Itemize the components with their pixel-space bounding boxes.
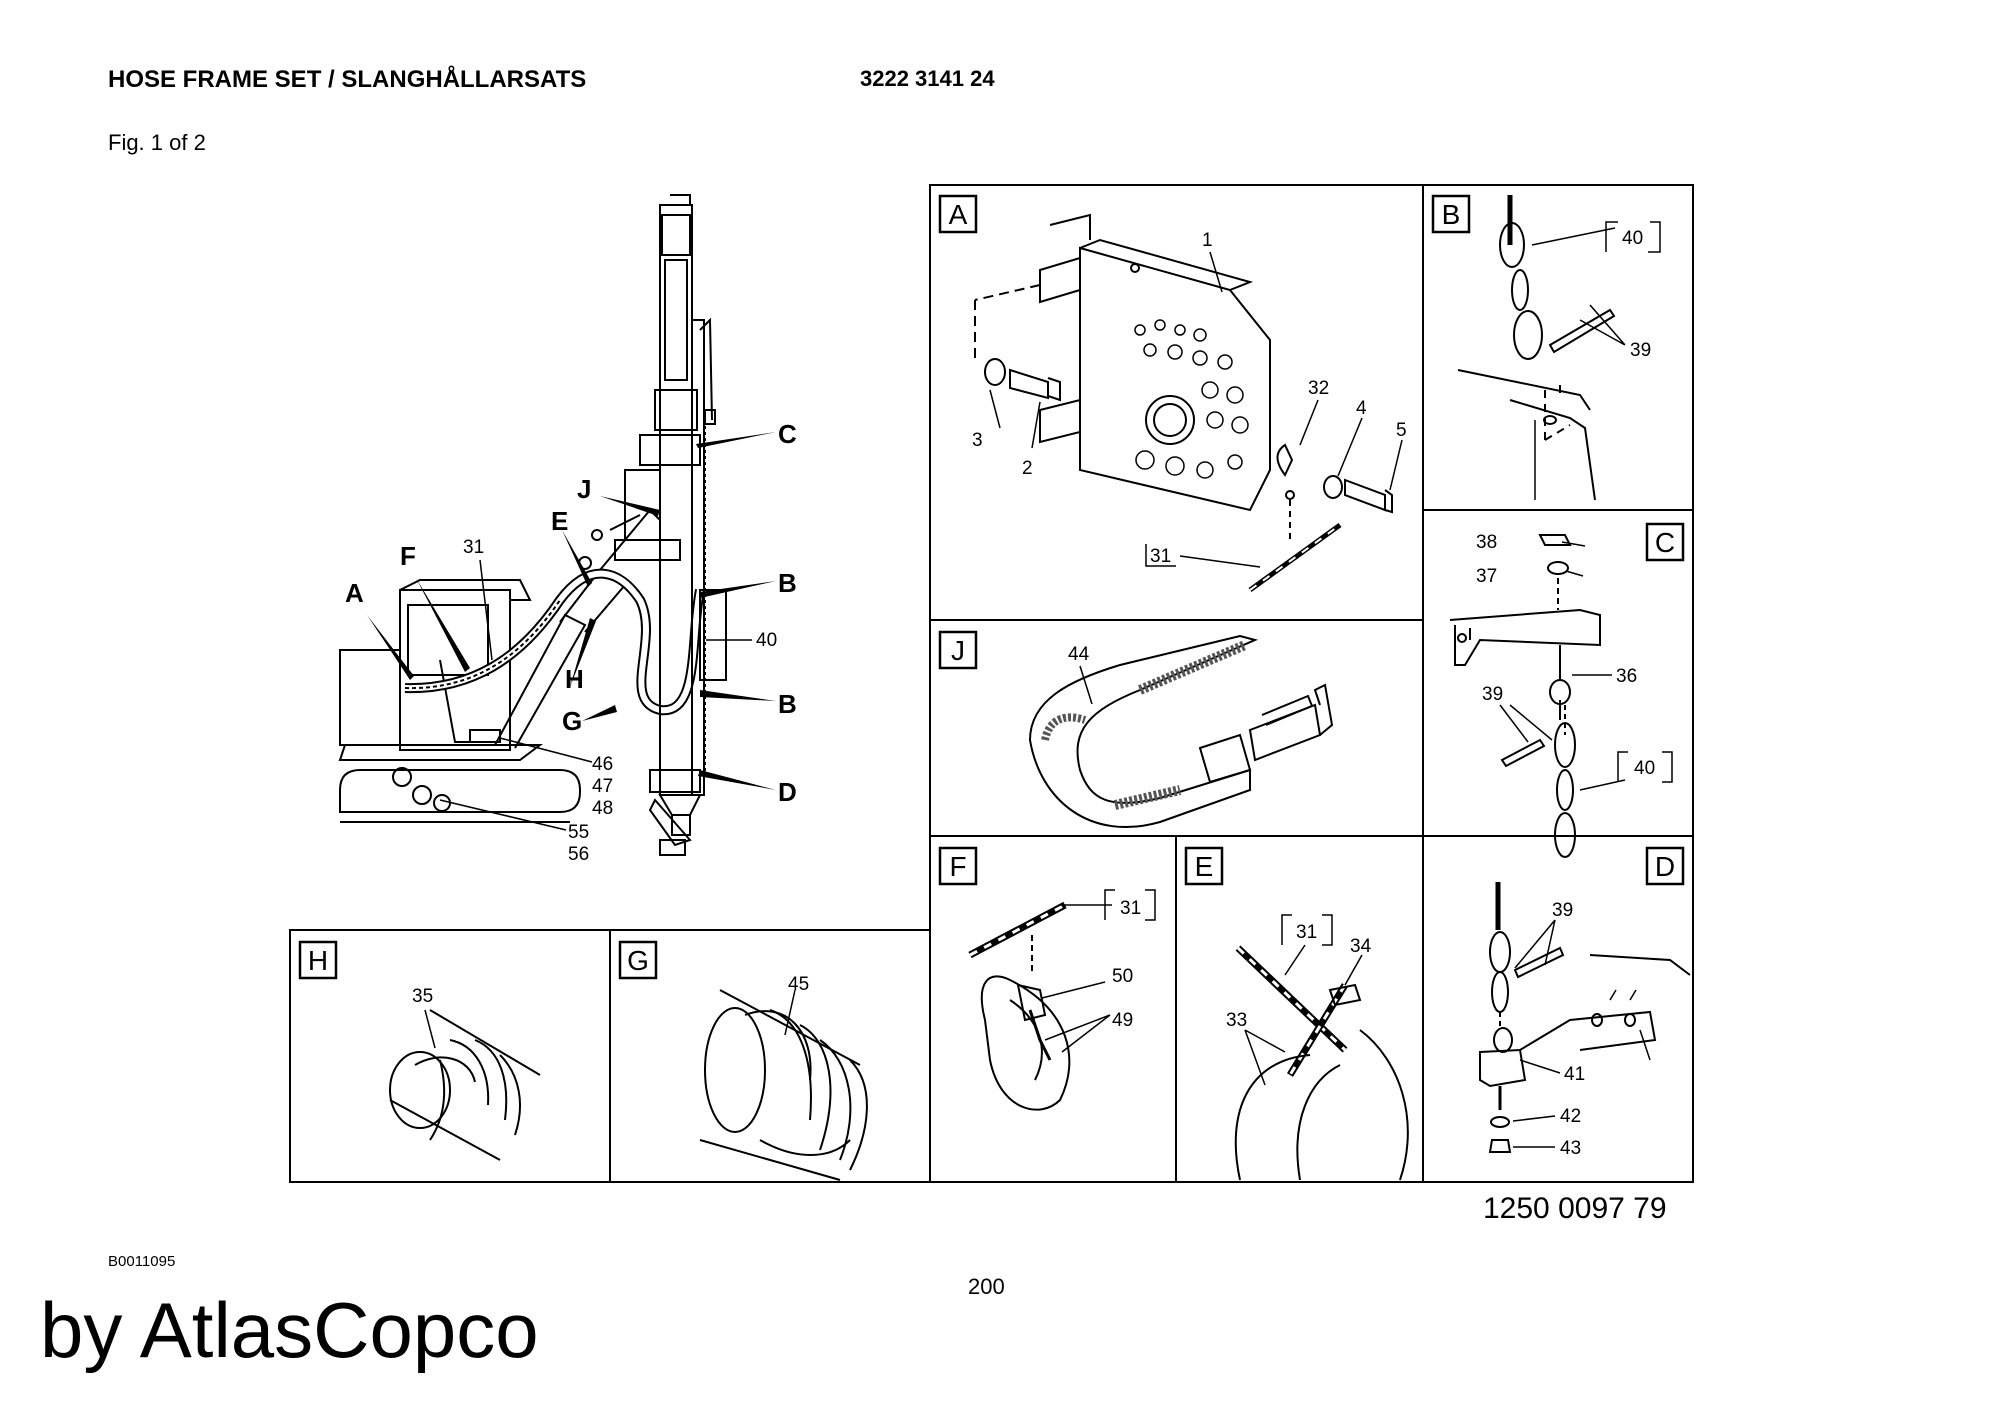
part-number: 3222 3141 24	[860, 66, 995, 91]
drill-rig-overview	[338, 194, 727, 856]
panel-f-letter: F	[949, 851, 966, 882]
panel-e-letter-box	[1184, 846, 1224, 886]
panel-c-label-36: 36	[1616, 666, 1637, 687]
panel-a-label-4: 4	[1356, 398, 1367, 419]
panel-f-label-50: 50	[1112, 966, 1133, 987]
document-number: 1250 0097 79	[1483, 1192, 1667, 1225]
panel-b-letter-box	[1431, 194, 1471, 234]
callout-letter-j: J	[577, 474, 591, 504]
overview-label-48: 48	[592, 798, 613, 819]
overview-pointers	[367, 432, 776, 790]
panel-a-label-5: 5	[1396, 420, 1407, 441]
panel-c-letter-box	[1645, 522, 1685, 562]
page-number: 200	[968, 1274, 1005, 1299]
panel-b-chain-drawing	[1457, 195, 1661, 501]
panel-b-letter: B	[1442, 199, 1461, 230]
panel-g-spiral-guard-drawing	[699, 989, 868, 1181]
panel-a-letter: A	[949, 199, 968, 230]
panel-e-label-31: 31	[1296, 922, 1317, 943]
panel-h-spiral-guard-drawing	[389, 1009, 541, 1161]
page-title: HOSE FRAME SET / SLANGHÅLLARSATS	[108, 66, 587, 93]
panel-g-letter: G	[627, 945, 649, 976]
callout-letter-e: E	[551, 506, 568, 536]
overview-leader-lines	[439, 559, 752, 831]
panel-e-label-34: 34	[1350, 936, 1372, 957]
panel-c-label-38: 38	[1476, 532, 1497, 553]
panel-d-label-42: 42	[1560, 1106, 1581, 1127]
overview-label-31: 31	[463, 537, 484, 558]
overview-label-46: 46	[592, 754, 613, 775]
panel-d-label-43: 43	[1560, 1138, 1581, 1159]
panel-a-label-32: 32	[1308, 378, 1329, 399]
panel-e-chain-drawing	[1234, 914, 1409, 1181]
panel-j-label-44: 44	[1068, 644, 1090, 665]
panel-e-letter: E	[1195, 851, 1214, 882]
panel-c-letter: C	[1655, 527, 1675, 558]
panel-f-chain-drawing	[968, 889, 1156, 1111]
panel-f-label-31: 31	[1120, 898, 1141, 919]
callout-letter-b-lower: B	[778, 689, 797, 719]
callout-letter-c: C	[778, 419, 797, 449]
watermark: by AtlasCopco	[40, 1286, 539, 1374]
panel-j-letter: J	[951, 635, 965, 666]
panel-a-label-1: 1	[1202, 230, 1213, 251]
overview-label-47: 47	[592, 776, 613, 797]
callout-letter-a: A	[345, 578, 364, 608]
panel-f-label-49: 49	[1112, 1010, 1133, 1031]
panel-c-label-39: 39	[1482, 684, 1503, 705]
panel-d-letter-box	[1645, 846, 1685, 886]
panel-a-label-31: 31	[1150, 546, 1171, 567]
panel-j-strap-drawing	[1028, 634, 1334, 828]
panel-a-bracket-drawing	[974, 213, 1403, 593]
overview-label-40: 40	[756, 630, 777, 651]
overview-label-55: 55	[568, 822, 589, 843]
panel-h-letter: H	[308, 945, 328, 976]
panel-g-label-45: 45	[788, 974, 809, 995]
panel-b-label-40: 40	[1622, 228, 1643, 249]
panel-f-letter-box	[938, 846, 978, 886]
callout-letter-h: H	[565, 664, 584, 694]
panel-a-label-2: 2	[1022, 458, 1033, 479]
panel-j-letter-box	[938, 630, 978, 670]
panel-c-eyebolt-drawing	[1449, 534, 1673, 858]
overview-label-56: 56	[568, 844, 589, 865]
callout-letter-g: G	[562, 706, 582, 736]
detail-panel-grid	[289, 184, 1694, 1183]
panel-c-label-40: 40	[1634, 758, 1655, 779]
panel-g-letter-box	[618, 940, 658, 980]
callout-letter-b-upper: B	[778, 568, 797, 598]
panel-h-label-35: 35	[412, 986, 433, 1007]
panel-d-label-41: 41	[1564, 1064, 1585, 1085]
panel-b-label-39: 39	[1630, 340, 1651, 361]
panel-d-bracket-drawing	[1479, 882, 1691, 1153]
panel-e-label-33: 33	[1226, 1010, 1247, 1031]
panel-c-label-37: 37	[1476, 566, 1497, 587]
figure-caption: Fig. 1 of 2	[108, 130, 206, 155]
panel-d-letter: D	[1655, 851, 1675, 882]
panel-a-label-3: 3	[972, 430, 983, 451]
panel-h-letter-box	[298, 940, 338, 980]
panel-d-label-39: 39	[1552, 900, 1573, 921]
callout-letter-f: F	[400, 541, 416, 571]
panel-a-letter-box	[938, 194, 978, 234]
image-code: B0011095	[108, 1253, 176, 1270]
callout-letter-d: D	[778, 777, 797, 807]
